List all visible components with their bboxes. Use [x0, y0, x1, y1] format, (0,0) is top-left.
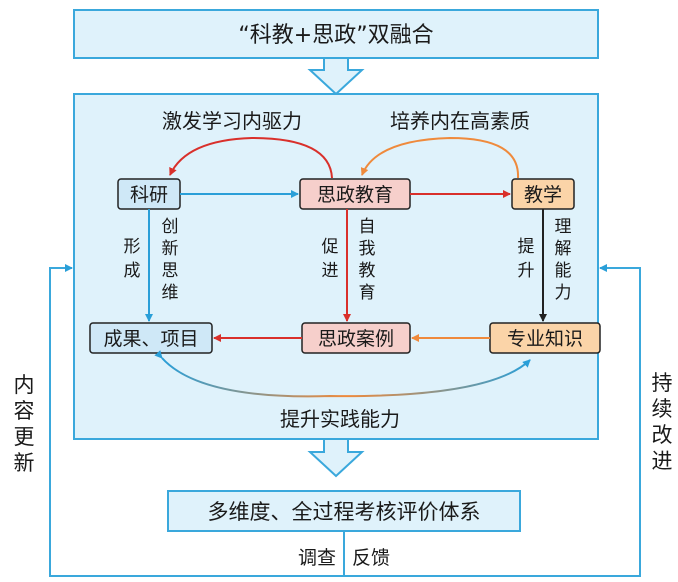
arc-cultivate [360, 136, 520, 179]
node-ideological-education-text: 思政教育 [317, 184, 393, 206]
evaluation-text: 多维度、全过程考核评价体系 [208, 500, 481, 524]
vlabel-self-education-char: 教 [359, 261, 376, 281]
down-arrow-bottom [307, 438, 365, 478]
side-label-left-char: 新 [14, 451, 35, 475]
loop-right [344, 264, 641, 577]
vlabel-innovative-thinking-char: 维 [162, 283, 179, 303]
title-text: “科教+思政”双融合 [238, 23, 433, 48]
title-box [73, 9, 599, 59]
label-inspire: 激发学习内驱力 [162, 109, 302, 133]
vlabel-innovative-thinking-char: 新 [162, 239, 179, 259]
vlabel-understanding-char: 能 [555, 261, 572, 281]
node-achievements-text: 成果、项目 [103, 328, 198, 350]
vlabel-form-char: 成 [124, 261, 141, 281]
side-label-right-char: 进 [652, 449, 673, 473]
node-achievements [89, 322, 213, 354]
label-cultivate: 培养内在高素质 [390, 109, 530, 133]
vlabel-self-education-char: 自 [359, 217, 376, 237]
arc-inspire [169, 136, 333, 179]
vlabel-promote-char: 促 [322, 237, 339, 257]
feedback-survey: 调查 [298, 547, 336, 569]
vlabel-promote: 促进 [322, 237, 339, 281]
vlabel-innovative-thinking-char: 创 [162, 217, 179, 237]
label-practice: 提升实践能力 [280, 407, 400, 431]
vlabel-form: 形成 [124, 237, 141, 281]
feedback-text: 反馈 [352, 547, 390, 569]
side-label-right-char: 续 [652, 397, 673, 421]
side-label-right-char: 持 [652, 371, 673, 395]
node-ideological-cases-text: 思政案例 [318, 328, 394, 350]
vlabel-improve: 提升 [518, 237, 535, 281]
vlabel-understanding-char: 理 [555, 217, 572, 237]
vlabel-innovative-thinking-char: 思 [162, 261, 179, 281]
vlabel-improve-char: 升 [518, 261, 535, 281]
vlabel-understanding-char: 解 [555, 239, 572, 259]
vlabel-improve-char: 提 [518, 237, 535, 257]
arc-practice [154, 350, 531, 398]
vlabel-understanding-char: 力 [555, 283, 572, 303]
node-teaching-text: 教学 [524, 184, 562, 206]
vlabel-form-char: 形 [124, 237, 141, 257]
side-label-left-char: 更 [14, 425, 35, 449]
side-label-left-char: 内 [14, 373, 35, 397]
node-professional-knowledge-text: 专业知识 [507, 328, 583, 350]
vlabel-self-education-char: 我 [359, 239, 376, 259]
down-arrow-top [307, 57, 365, 96]
node-research-text: 科研 [130, 184, 168, 206]
side-label-right-char: 改 [652, 423, 673, 447]
vlabel-promote-char: 进 [322, 261, 339, 281]
vlabel-self-education-char: 育 [359, 283, 376, 303]
loop-left [49, 264, 344, 577]
main-box [73, 93, 599, 440]
side-label-left-char: 容 [14, 399, 35, 423]
evaluation-box [167, 490, 521, 532]
